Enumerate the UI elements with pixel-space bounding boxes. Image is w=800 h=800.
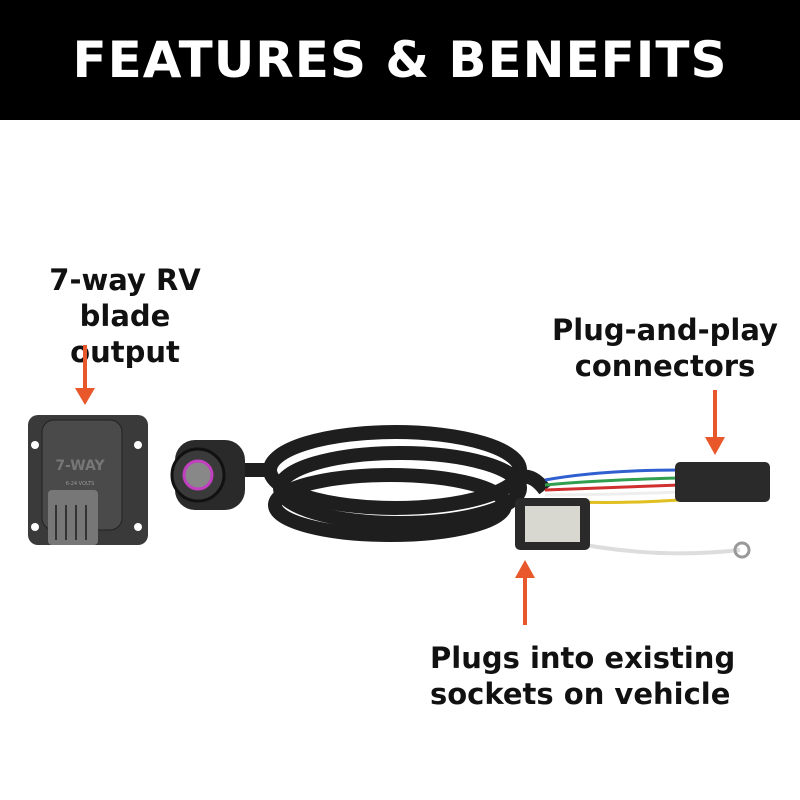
callout-connectors: Plug-and-play connectors <box>540 312 790 384</box>
callout-line: blade output <box>70 299 180 369</box>
banner-title: FEATURES & BENEFITS <box>72 31 728 89</box>
callout-sockets: Plugs into existing sockets on vehicle <box>430 640 740 712</box>
callout-line: 7-way RV <box>49 263 201 297</box>
callout-line: sockets on vehicle <box>430 677 731 711</box>
seven-way-socket: 7-WAY 6-24 VOLTS <box>28 415 148 545</box>
round-connector <box>170 440 245 510</box>
plug-connector <box>675 462 770 502</box>
arrow-up-icon <box>515 560 535 625</box>
vehicle-connector <box>515 498 590 550</box>
arrow-down-icon <box>75 345 95 405</box>
header-banner: FEATURES & BENEFITS <box>0 0 800 120</box>
corrugated-cable <box>240 425 551 542</box>
arrow-down-icon <box>705 390 725 455</box>
callout-line: connectors <box>574 349 756 383</box>
callout-line: Plug-and-play <box>552 313 778 347</box>
callout-line: Plugs into existing <box>430 641 736 675</box>
ground-ring-terminal <box>733 541 751 559</box>
socket-brand-text: 7-WAY <box>55 458 105 474</box>
callout-blade-output: 7-way RV blade output <box>20 262 230 370</box>
socket-rating-text: 6-24 VOLTS <box>66 481 95 487</box>
